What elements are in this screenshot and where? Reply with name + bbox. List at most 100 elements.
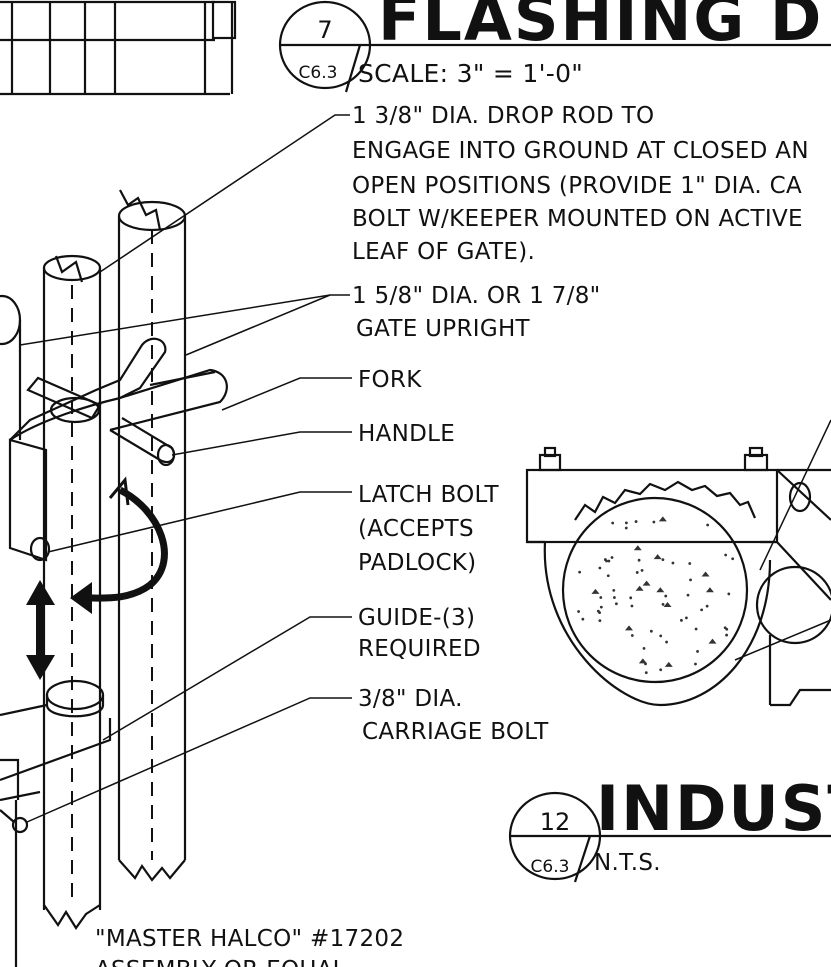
gate-upright-right [117, 189, 187, 882]
concrete-speck [624, 521, 628, 525]
concrete-speck [644, 662, 647, 666]
latch-bolt-line-3: PADLOCK) [358, 550, 476, 576]
concrete-speck [725, 633, 728, 637]
drop-rod-line-3: OPEN POSITIONS (PROVIDE 1" DIA. CA [352, 173, 802, 199]
concrete-speck [705, 604, 709, 608]
detail-12-sheet: C6.3 [531, 857, 570, 877]
concrete-speck [671, 561, 675, 565]
concrete-speck [578, 570, 582, 574]
concrete-speck [598, 619, 602, 623]
drop-rod-line-2: ENGAGE INTO GROUND AT CLOSED AN [352, 138, 809, 164]
concrete-speck [685, 616, 688, 620]
concrete-fill [577, 516, 735, 675]
concrete-speck [665, 640, 668, 644]
concrete-speck [696, 650, 699, 653]
concrete-speck [649, 629, 653, 633]
master-halco-line-2: ASSEMBLY OR EQUAL [95, 957, 346, 967]
concrete-speck [659, 634, 663, 638]
post-clamp-section [525, 419, 831, 707]
concrete-speck [701, 571, 710, 577]
concrete-speck [706, 523, 710, 527]
concrete-speck [624, 526, 628, 530]
callout-handle: HANDLE [358, 421, 455, 447]
guide-bracket [0, 679, 112, 834]
concrete-speck [599, 605, 603, 609]
concrete-speck [663, 602, 672, 608]
detail-7-scale: SCALE: 3" = 1'-0" [358, 59, 583, 88]
concrete-speck [724, 553, 728, 557]
detail-12-header: 12 C6.3 INDUST N.T.S. [508, 772, 831, 883]
concrete-speck [689, 578, 692, 582]
concrete-speck [635, 571, 639, 574]
concrete-speck [731, 557, 735, 561]
detail-12-title: INDUST [596, 772, 831, 845]
concrete-speck [638, 658, 647, 664]
vertical-double-arrow [26, 580, 55, 680]
concrete-speck [640, 568, 644, 572]
concrete-speck [625, 625, 634, 631]
concrete-speck [694, 662, 697, 666]
gate-upright-line-1: 1 5/8" DIA. OR 1 7/8" [352, 283, 601, 309]
latch-bolt-line-1: LATCH BOLT [358, 482, 499, 508]
callout-latch-bolt: LATCH BOLT (ACCEPTS PADLOCK) [358, 482, 499, 576]
concrete-speck [664, 594, 668, 598]
concrete-speck [664, 661, 673, 667]
detail-12-scale: N.T.S. [594, 850, 661, 876]
concrete-speck [599, 596, 603, 599]
concrete-speck [598, 566, 602, 570]
callout-fork: FORK [358, 367, 422, 393]
concrete-speck [637, 558, 641, 562]
concrete-speck [694, 627, 698, 631]
master-halco-line-1: "MASTER HALCO" #17202 [95, 926, 404, 952]
concrete-speck [634, 520, 638, 523]
concrete-speck [598, 611, 601, 615]
concrete-speck [629, 596, 633, 600]
concrete-speck [591, 588, 600, 594]
detail-7-number: 7 [317, 16, 332, 44]
detail-7-title: FLASHING D [378, 0, 823, 55]
concrete-speck [656, 587, 665, 593]
concrete-speck [652, 520, 656, 524]
concrete-speck [577, 610, 580, 613]
concrete-speck [680, 618, 683, 622]
concrete-speck [658, 516, 667, 522]
concrete-speck [705, 587, 714, 593]
concrete-speck [686, 593, 690, 597]
leader-lines [19, 114, 352, 823]
drop-rod-line-1: 1 3/8" DIA. DROP ROD TO [352, 103, 654, 129]
concrete-speck [727, 592, 731, 596]
detail-12-number: 12 [540, 808, 571, 836]
concrete-speck [688, 562, 692, 565]
concrete-speck [607, 559, 611, 563]
concrete-speck [630, 604, 634, 608]
fork-bracket [8, 337, 228, 562]
callout-master-halco: "MASTER HALCO" #17202 ASSEMBLY OR EQUAL [95, 926, 404, 967]
concrete-speck [644, 671, 648, 675]
concrete-speck [661, 602, 665, 606]
concrete-speck [635, 585, 644, 591]
callout-carriage-bolt: 3/8" DIA. CARRIAGE BOLT [358, 686, 549, 745]
concrete-speck [642, 580, 651, 586]
concrete-speck [633, 545, 642, 551]
concrete-speck [613, 596, 616, 599]
concrete-speck [630, 634, 634, 637]
concrete-speck [708, 638, 717, 644]
carriage-bolt-line-2: CARRIAGE BOLT [362, 719, 549, 745]
drop-rod-line-4: BOLT W/KEEPER MOUNTED ON ACTIVE [352, 206, 803, 232]
drop-rod-line-5: LEAF OF GATE). [352, 239, 535, 265]
top-rail-fragment [0, 0, 237, 96]
gate-latch-drawing [0, 114, 352, 967]
detail-7-header: 7 C6.3 FLASHING D SCALE: 3" = 1'-0" [278, 0, 831, 93]
concrete-speck [659, 668, 663, 672]
concrete-speck [725, 627, 729, 631]
concrete-speck [653, 554, 662, 560]
concrete-speck [611, 521, 615, 525]
concrete-speck [642, 646, 646, 650]
detail-7-sheet: C6.3 [299, 63, 338, 83]
gate-upright-line-2: GATE UPRIGHT [356, 316, 531, 342]
concrete-speck [581, 617, 585, 621]
guide-line-2: REQUIRED [358, 636, 481, 662]
concrete-speck [700, 608, 704, 612]
concrete-speck [610, 556, 614, 559]
